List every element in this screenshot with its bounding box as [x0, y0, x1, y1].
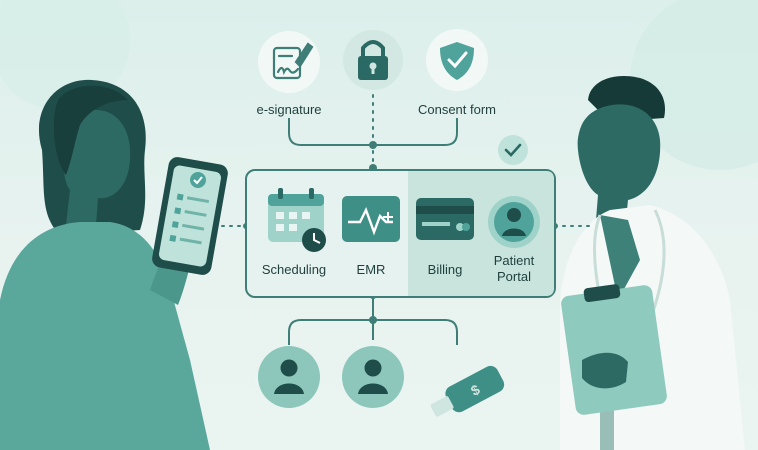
user-avatar-right: [342, 346, 404, 408]
user-circle-icon: [488, 196, 540, 248]
esignature-badge: [258, 31, 320, 93]
heartbeat-chart-icon: [342, 196, 400, 242]
module-label-billing: Billing: [412, 262, 478, 278]
module-label-patient-portal: Patient Portal: [481, 253, 547, 285]
consent-form-label: Consent form: [402, 102, 512, 118]
credit-card-icon: [416, 198, 474, 240]
user-avatar-left: [258, 346, 320, 408]
clipboard-icon: [560, 284, 668, 416]
module-label-emr: EMR: [341, 262, 401, 278]
padlock-badge: [343, 30, 403, 90]
usb-drive-dollar-icon: $: [427, 363, 507, 423]
consent-badge: [426, 29, 488, 91]
check-circle-icon: [498, 135, 528, 165]
esignature-label: e-signature: [239, 102, 339, 118]
smartphone-icon: [151, 156, 230, 277]
module-label-scheduling: Scheduling: [252, 262, 336, 278]
